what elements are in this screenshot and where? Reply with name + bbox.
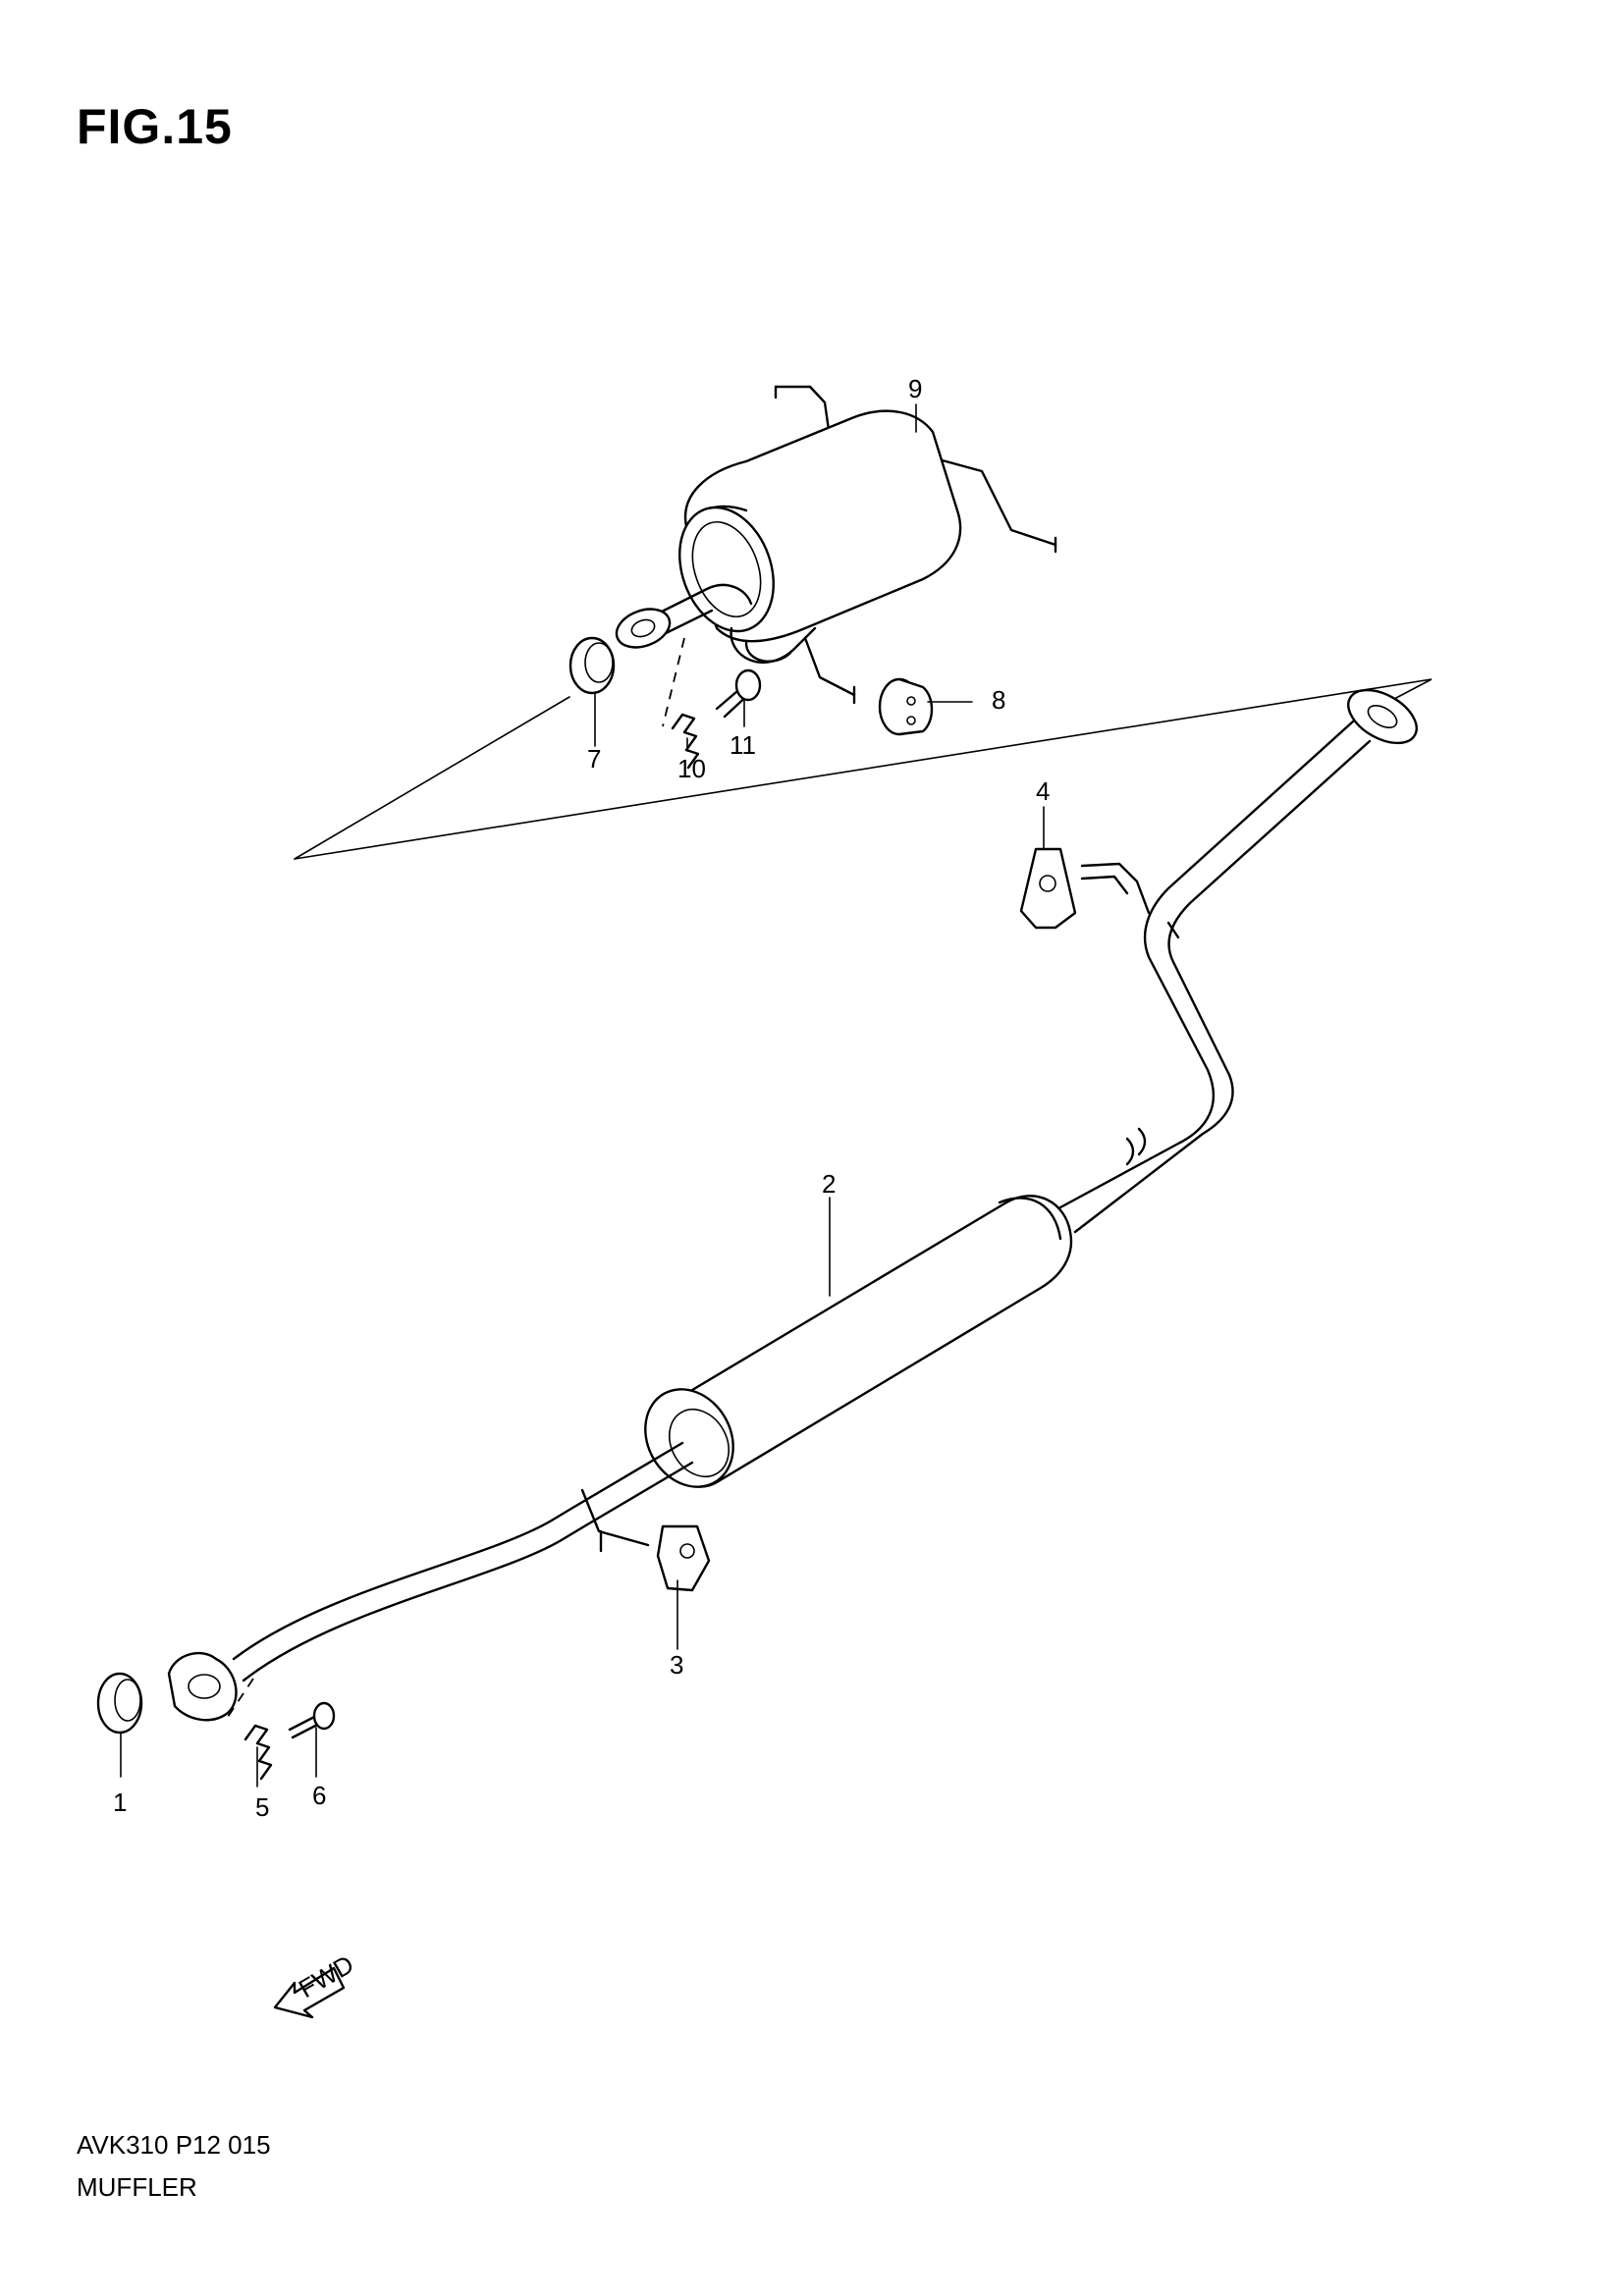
gasket-ring-7 xyxy=(568,636,616,695)
forward-arrow-icon: FWD xyxy=(273,1949,358,2019)
part-label-11: 11 xyxy=(730,730,756,760)
figure-title: FIG.15 xyxy=(77,99,233,154)
leader-lines xyxy=(120,403,1045,1788)
part-label-8: 8 xyxy=(992,685,1005,715)
bolt-11 xyxy=(715,668,762,719)
spring-5 xyxy=(243,1724,273,1781)
part-label-3: 3 xyxy=(670,1650,683,1680)
part-label-1: 1 xyxy=(113,1788,127,1817)
part-label-10: 10 xyxy=(677,754,706,783)
part-label-4: 4 xyxy=(1036,776,1050,806)
rubber-mount-8 xyxy=(878,677,934,736)
bolt-6 xyxy=(288,1701,336,1739)
gasket-ring-1 xyxy=(96,1672,143,1735)
figure-name: MUFFLER xyxy=(77,2172,197,2202)
part-label-7: 7 xyxy=(587,744,601,774)
hanger-bracket-3 xyxy=(580,1488,711,1592)
spring-10 xyxy=(671,713,700,770)
hanger-4 xyxy=(1019,847,1180,939)
figure-code: AVK310 P12 015 xyxy=(77,2130,271,2160)
part-label-6: 6 xyxy=(312,1781,326,1810)
part-label-9: 9 xyxy=(908,374,922,403)
rear-muffler xyxy=(615,385,1057,705)
center-pipe xyxy=(167,688,1418,1722)
part-label-5: 5 xyxy=(255,1792,269,1822)
part-label-2: 2 xyxy=(822,1169,836,1199)
